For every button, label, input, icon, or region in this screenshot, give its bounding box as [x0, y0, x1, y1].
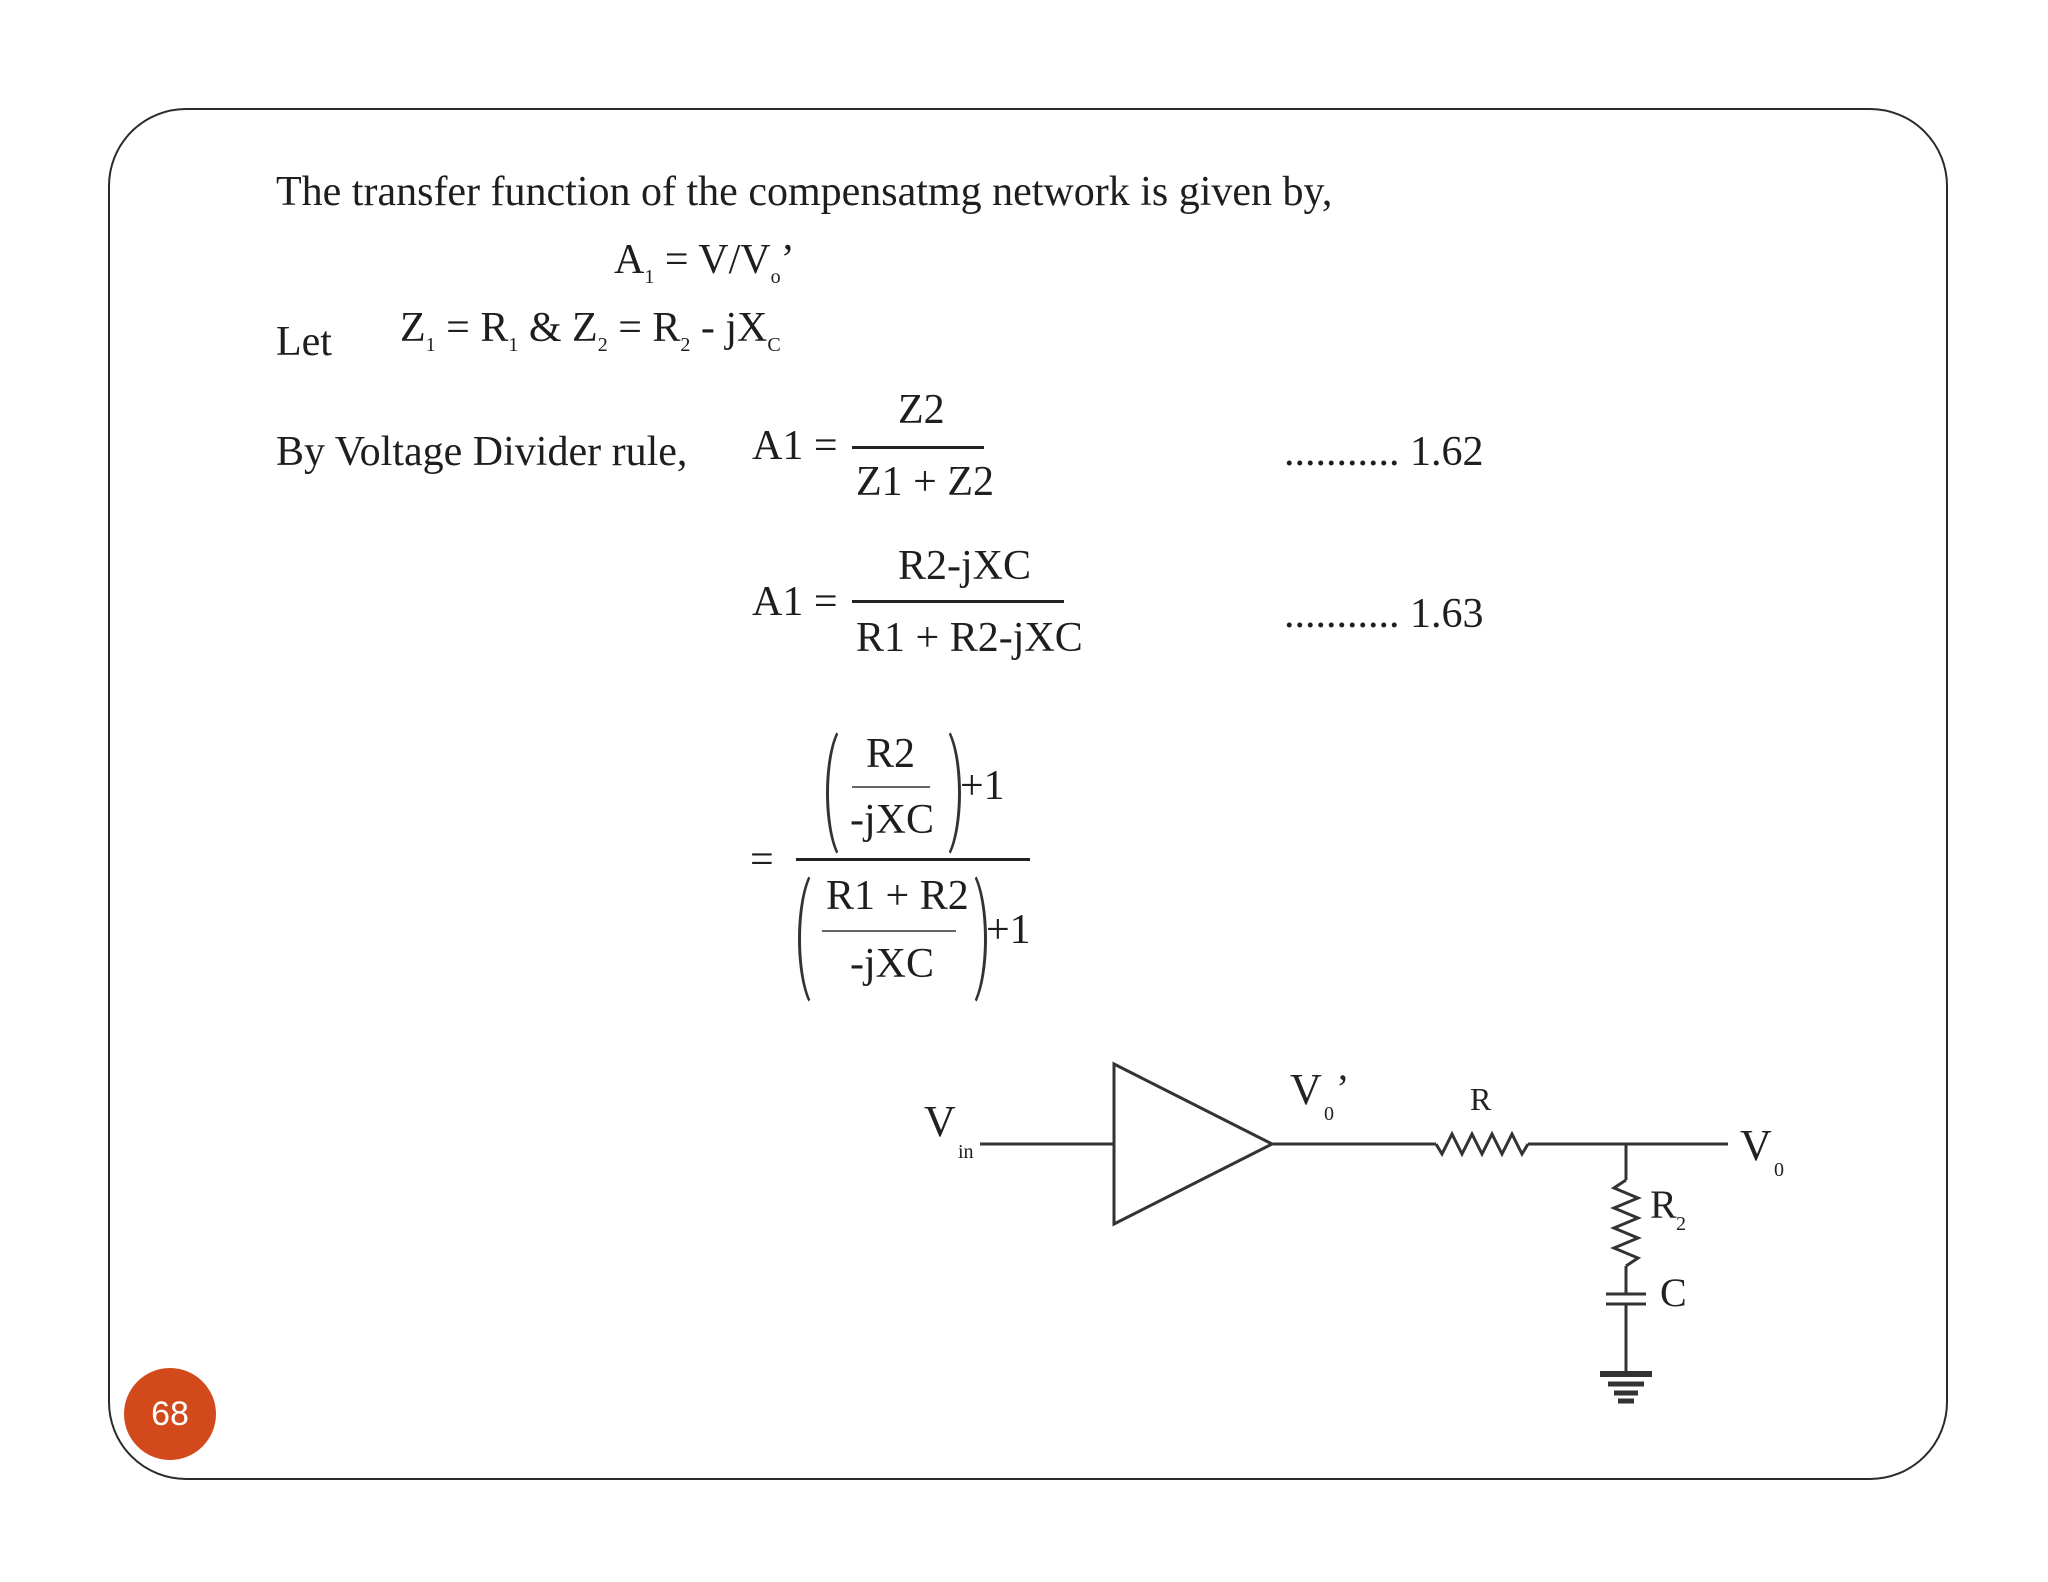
eq-ref-162: ........... 1.62: [1284, 429, 1484, 475]
let-eq1: = R: [435, 305, 509, 351]
top-parenthesis-left: [826, 722, 869, 864]
top-inner-bar: [852, 786, 930, 788]
slide-frame: [108, 108, 1948, 1480]
eq-a1-rhs-tail: ’: [780, 237, 795, 283]
vdr-denominator: Z1 + Z2: [856, 459, 994, 505]
bottom-inner-numerator: R1 + R2: [826, 873, 969, 919]
top-plus-one: +1: [960, 763, 1005, 809]
vo-sub: 0: [1774, 1159, 1784, 1181]
resistor-r-label: R: [1470, 1081, 1492, 1117]
capacitor-label: C: [1660, 1270, 1687, 1315]
eq-a1-rhs-sub: o: [770, 266, 781, 288]
bottom-parenthesis-left: [798, 866, 841, 1012]
amplifier-symbol: [1112, 1061, 1276, 1227]
let-tail-sub: C: [767, 334, 781, 356]
resistor-r: [1434, 1130, 1530, 1158]
eq163-lhs: A1 =: [752, 579, 838, 625]
let-eq2-sub: 2: [680, 334, 691, 356]
resistor-r2-sub: 2: [1676, 1213, 1686, 1235]
vo-prime-sub: 0: [1324, 1103, 1334, 1125]
let-z2-sub: 2: [597, 334, 608, 356]
page-number-badge: 68: [124, 1368, 216, 1460]
let-amp-z2: & Z: [518, 305, 598, 351]
nested-main-bar: [796, 858, 1030, 861]
let-eq1-sub: 1: [508, 334, 519, 356]
let-label: Let: [276, 319, 332, 365]
resistor-r2: [1610, 1178, 1642, 1268]
bottom-plus-one: +1: [986, 907, 1031, 953]
top-parenthesis-right: [918, 722, 961, 864]
vdr-lhs: A1 =: [752, 423, 838, 469]
circuit-diagram: V in V 0 ’ R V 0 R 2 C: [924, 1061, 1784, 1404]
eq-a1-lhs: A: [614, 237, 645, 283]
nested-equals: =: [750, 837, 774, 883]
vo-prime-label: V: [1290, 1065, 1322, 1114]
eq163-numerator: R2-jXC: [898, 543, 1032, 589]
vo-label: V: [1740, 1121, 1772, 1170]
vo-prime-tail: ’: [1336, 1066, 1349, 1111]
top-inner-numerator: R2: [866, 731, 916, 777]
eq-ref-163: ........... 1.63: [1284, 591, 1484, 637]
bottom-inner-denominator: -jXC: [850, 941, 934, 987]
bottom-parenthesis-right: [944, 866, 987, 1012]
let-equation: Z1 = R1 & Z2 = R2 - jXC: [400, 304, 781, 357]
eq-a1-lhs-sub: 1: [644, 266, 655, 288]
vdr-label: By Voltage Divider rule,: [276, 429, 688, 475]
let-z1-sub: 1: [425, 334, 436, 356]
resistor-r2-label: R: [1650, 1182, 1677, 1227]
eq163-fraction-bar: [852, 600, 1064, 603]
vin-label: V: [924, 1097, 956, 1146]
bottom-inner-bar: [822, 930, 956, 932]
vdr-fraction-bar: [852, 446, 984, 449]
intro-text: The transfer function of the compensatmg…: [276, 169, 1333, 215]
vin-sub: in: [958, 1141, 974, 1163]
let-z1: Z: [400, 305, 426, 351]
page-number: 68: [151, 1394, 189, 1433]
eq163-denominator: R1 + R2-jXC: [856, 615, 1083, 661]
equation-a1-definition: A1 = V/Vo’: [614, 236, 795, 289]
vdr-numerator: Z2: [898, 387, 945, 433]
top-inner-denominator: -jXC: [850, 797, 934, 843]
let-tail: - jX: [690, 305, 768, 351]
eq-a1-rhs: = V/V: [664, 237, 771, 283]
let-eq2: = R: [607, 305, 681, 351]
